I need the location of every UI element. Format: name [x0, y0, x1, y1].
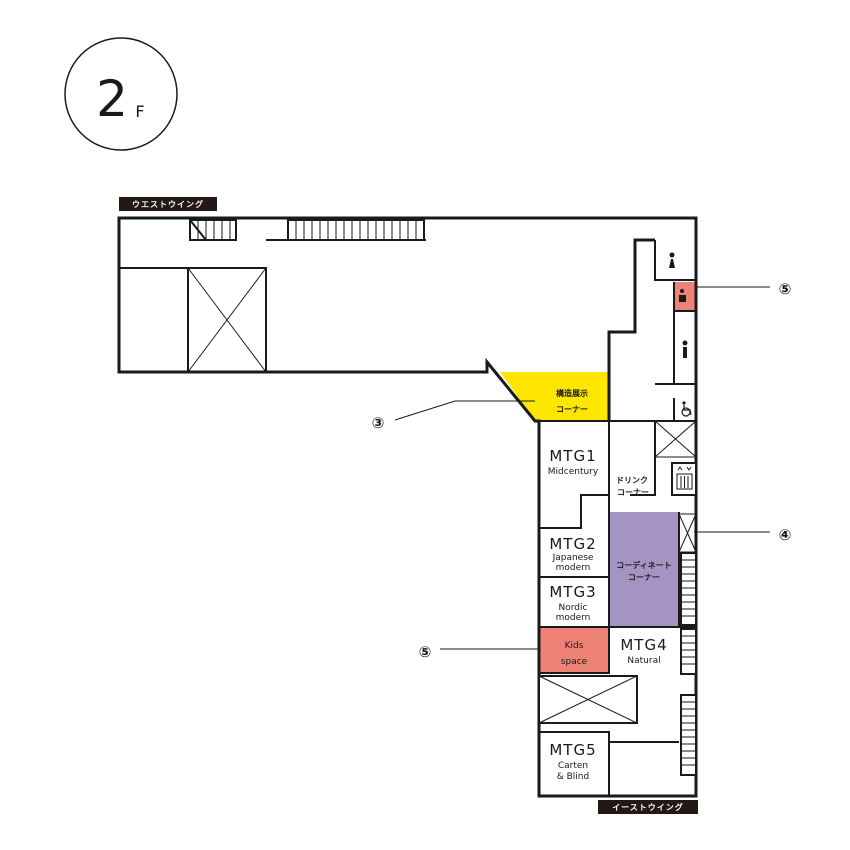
callout-3: ③ [372, 400, 535, 432]
toilet-wall-a [654, 240, 696, 281]
female-toilet-icon [669, 252, 675, 268]
callout-5-restroom-label: ⑤ [779, 280, 792, 298]
coordinate-corner-label-1: コーディネート [616, 560, 671, 570]
core-wall-a [607, 238, 655, 421]
mtg5-subtitle-2: & Blind [557, 772, 589, 782]
room-mtg1[interactable]: MTG1 Midcentury [548, 447, 599, 477]
kids-space-label-2: space [561, 657, 588, 667]
callout-4-label: ④ [779, 526, 792, 544]
kids-space-label-1: Kids [565, 641, 584, 651]
mtg2-subtitle-2: modern [556, 563, 591, 573]
coordinate-corner-area[interactable] [609, 512, 679, 627]
callout-3-label: ③ [372, 414, 385, 432]
west-wing-label: ウエストウイング [119, 197, 217, 211]
mtg3-title: MTG3 [549, 583, 596, 601]
mtg5-top-wall [539, 731, 679, 743]
mtg1-bottom-wall [539, 494, 609, 529]
wheelchair-icon [681, 401, 692, 417]
floor-badge-circle [64, 37, 178, 151]
floor-number: 2 [96, 70, 128, 128]
west-stairs-b [287, 219, 425, 241]
structure-exhibit-area[interactable] [500, 372, 609, 421]
coordinate-corner-label-2: コーナー [628, 573, 660, 582]
east-void-tall [678, 513, 697, 553]
room-mtg3[interactable]: MTG3 Nordic modern [549, 583, 596, 623]
mtg1-subtitle: Midcentury [548, 467, 599, 477]
mtg1-title: MTG1 [549, 447, 596, 465]
east-wing-text: イーストウイング [612, 802, 684, 812]
floor-suffix: F [135, 102, 144, 121]
east-wing-label: イーストウイング [598, 800, 698, 814]
west-stairs-a [189, 219, 237, 241]
callout-5-restroom: ⑤ [696, 280, 791, 298]
room-mtg2[interactable]: MTG2 Japanese modern [549, 535, 596, 573]
kids-space-area[interactable] [539, 627, 609, 673]
west-wing-text: ウエストウイング [132, 199, 204, 209]
drink-corner-label-2: コーナー [617, 488, 649, 497]
west-room-wall [119, 267, 267, 372]
building-outline [117, 216, 698, 798]
mtg5-title: MTG5 [549, 741, 596, 759]
baby-changing-icon [679, 289, 686, 302]
room-mtg4[interactable]: MTG4 Natural [620, 636, 667, 666]
kids-wall [539, 627, 610, 674]
callout-5-kids-label: ⑤ [419, 643, 432, 661]
east-stairs-mid [680, 628, 697, 675]
mtg2-title: MTG2 [549, 535, 596, 553]
east-void-small [654, 420, 697, 458]
drink-corner-label-1: ドリンク [616, 475, 648, 485]
structure-exhibit-label-2: コーナー [556, 405, 588, 414]
callout-5-kids: ⑤ [419, 643, 539, 661]
mtg4-subtitle: Natural [627, 656, 660, 666]
elevator-icon [676, 466, 693, 490]
mtg5-subtitle-1: Carten [558, 761, 588, 771]
east-stairs-upper [680, 552, 697, 626]
mtg3-subtitle-1: Nordic [559, 603, 588, 613]
mtg3-subtitle-2: modern [556, 613, 591, 623]
west-void-cross [187, 267, 267, 373]
male-toilet-icon [682, 340, 688, 358]
mtg4-title: MTG4 [620, 636, 667, 654]
east-void-lower-cross [538, 675, 638, 724]
floor-badge: 2 F [64, 37, 178, 151]
callout-4: ④ [694, 526, 791, 544]
room-mtg5[interactable]: MTG5 Carten & Blind [549, 741, 596, 782]
structure-exhibit-label-1: 構造展示 [556, 388, 588, 398]
mtg2-subtitle-1: Japanese [552, 553, 594, 563]
east-stairs-lower [680, 694, 697, 776]
